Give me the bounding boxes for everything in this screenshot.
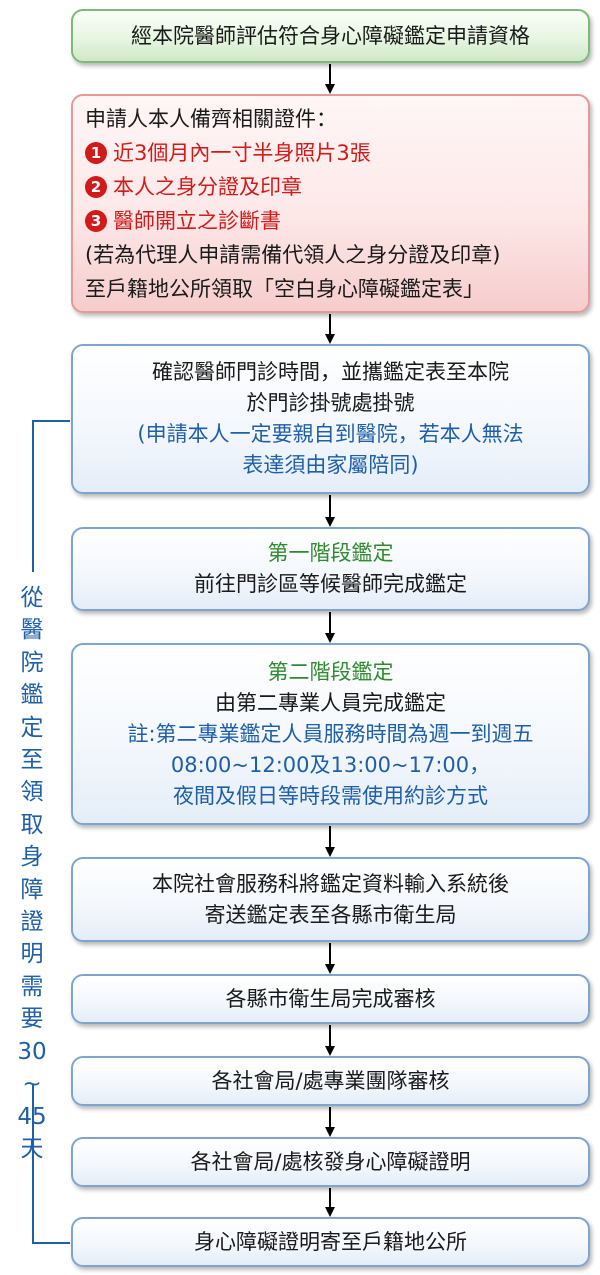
stage-two-note-2: 08:00~12:00及13:00~17:00， bbox=[170, 752, 491, 777]
step-documents-box: 申請人本人備齊相關證件： 1 近3個月內一寸半身照片3張 2 本人之身分證及印章… bbox=[71, 94, 590, 313]
document-item-id-text: 本人之身分證及印章 bbox=[113, 174, 302, 199]
stage-two-note-3: 夜間及假日等時段需使用約診方式 bbox=[173, 783, 488, 808]
step-eligibility-text: 經本院醫師評估符合身心障礙鑑定申請資格 bbox=[131, 23, 530, 48]
certificate-mail-text: 身心障礙證明寄至戶籍地公所 bbox=[194, 1229, 467, 1254]
registration-text-2: 於門診掛號處掛號 bbox=[246, 391, 415, 415]
step-eligibility-box: 經本院醫師評估符合身心障礙鑑定申請資格 bbox=[71, 9, 590, 63]
documents-proxy-note: (若為代理人申請需備代領人之身分證及印章) bbox=[85, 242, 501, 267]
document-item-id: 2 本人之身分證及印章 bbox=[85, 170, 302, 204]
step-data-entry-box: 本院社會服務科將鑑定資料輸入系統後 寄送鑑定表至各縣市衛生局 bbox=[71, 857, 590, 942]
stage-one-text: 前往門診區等候醫師完成鑑定 bbox=[194, 572, 467, 596]
number-1-badge: 1 bbox=[85, 141, 107, 164]
step-stage-one-box: 第一階段鑑定 前往門診區等候醫師完成鑑定 bbox=[71, 527, 590, 611]
stage-two-text: 由第二專業人員完成鑑定 bbox=[215, 690, 446, 715]
stage-one-title: 第一階段鑑定 bbox=[267, 541, 394, 565]
health-review-text: 各縣市衛生局完成審核 bbox=[225, 986, 436, 1011]
registration-text-1: 確認醫師門診時間，並攜鑑定表至本院 bbox=[152, 360, 509, 384]
data-entry-text-1: 本院社會服務科將鑑定資料輸入系統後 bbox=[152, 871, 509, 896]
documents-form-pickup: 至戶籍地公所領取「空白身心障礙鑑定表」 bbox=[85, 276, 484, 301]
step-registration-box: 確認醫師門診時間，並攜鑑定表至本院 於門診掛號處掛號 (申請本人一定要親自到醫院… bbox=[71, 344, 590, 494]
number-3-badge: 3 bbox=[85, 209, 107, 232]
documents-header: 申請人本人備齊相關證件： bbox=[85, 106, 337, 131]
document-item-diagnosis-text: 醫師開立之診斷書 bbox=[113, 208, 281, 233]
duration-bracket-top bbox=[32, 420, 70, 572]
step-social-review-box: 各社會局/處專業團隊審核 bbox=[71, 1056, 590, 1106]
step-certificate-issue-box: 各社會局/處核發身心障礙證明 bbox=[71, 1137, 590, 1187]
document-item-photo: 1 近3個月內一寸半身照片3張 bbox=[85, 136, 371, 170]
step-health-review-box: 各縣市衛生局完成審核 bbox=[71, 974, 590, 1024]
registration-note-1: (申請本人一定要親自到醫院，若本人無法 bbox=[137, 422, 524, 446]
data-entry-text-2: 寄送鑑定表至各縣市衛生局 bbox=[204, 902, 457, 927]
document-item-photo-text: 近3個月內一寸半身照片3張 bbox=[113, 140, 371, 165]
step-certificate-mail-box: 身心障礙證明寄至戶籍地公所 bbox=[71, 1217, 590, 1267]
social-review-text: 各社會局/處專業團隊審核 bbox=[211, 1068, 450, 1093]
step-stage-two-box: 第二階段鑑定 由第二專業人員完成鑑定 註:第二專業鑑定人員服務時間為週一到週五 … bbox=[71, 643, 590, 825]
duration-label: 從醫院鑑定至領取身障證明需要30~45天 bbox=[17, 585, 47, 1162]
stage-two-title: 第二階段鑑定 bbox=[267, 659, 394, 684]
document-item-diagnosis: 3 醫師開立之診斷書 bbox=[85, 204, 281, 238]
number-2-badge: 2 bbox=[85, 175, 107, 198]
stage-two-note-1: 註:第二專業鑑定人員服務時間為週一到週五 bbox=[127, 721, 534, 746]
certificate-issue-text: 各社會局/處核發身心障礙證明 bbox=[190, 1149, 471, 1174]
registration-note-2: 表達須由家屬陪同) bbox=[242, 453, 419, 477]
